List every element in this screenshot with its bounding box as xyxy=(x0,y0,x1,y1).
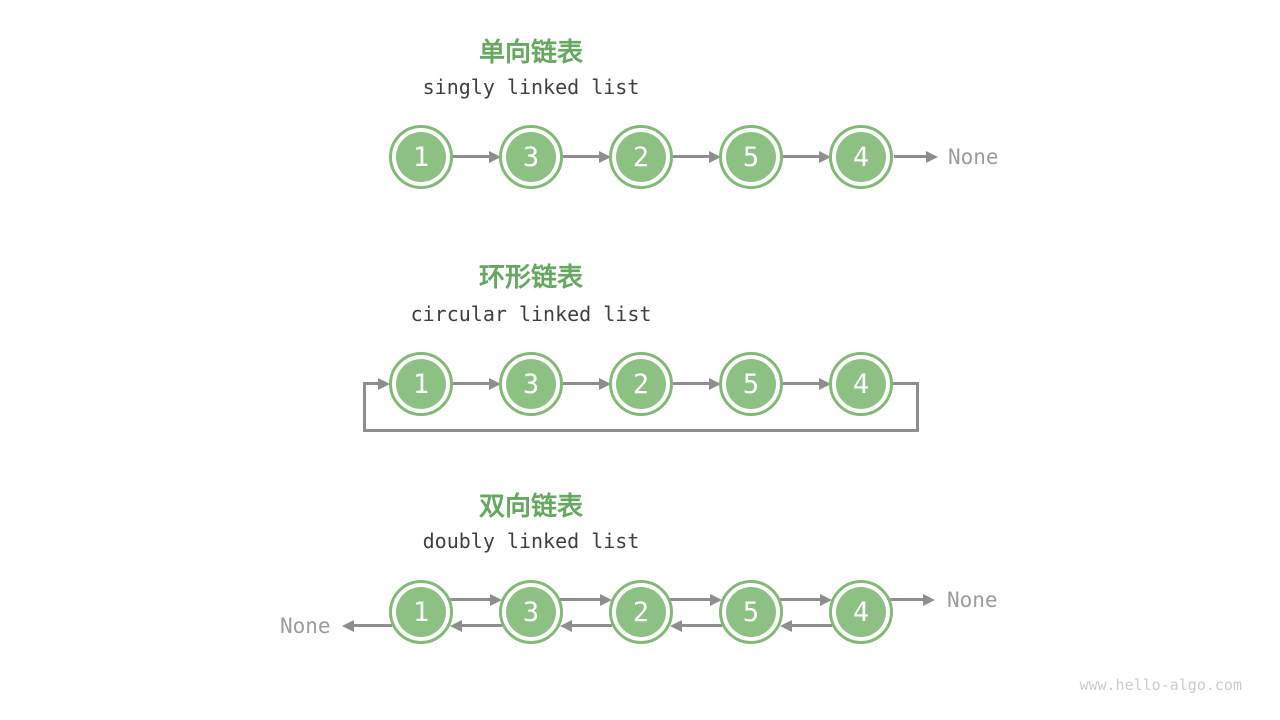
head-none-arrow-icon xyxy=(342,620,392,632)
singly-node-0: 1 xyxy=(389,125,453,189)
node-circle: 2 xyxy=(616,587,666,637)
doubly-node-2: 2 xyxy=(609,580,673,644)
circular-node-4: 4 xyxy=(829,352,893,416)
doubly-node-0: 1 xyxy=(389,580,453,644)
next-arrow-icon xyxy=(563,151,611,163)
next-arrow-icon xyxy=(783,151,831,163)
next-arrow-icon xyxy=(450,594,502,606)
node-value: 4 xyxy=(852,141,870,173)
doubly-head-none-label: None xyxy=(280,614,331,638)
node-circle: 3 xyxy=(506,359,556,409)
next-arrow-icon xyxy=(673,151,721,163)
next-arrow-icon xyxy=(673,378,721,390)
node-circle: 4 xyxy=(836,132,886,182)
node-value: 5 xyxy=(742,141,760,173)
node-circle: 4 xyxy=(836,587,886,637)
node-value: 2 xyxy=(632,368,650,400)
singly-node-2: 2 xyxy=(609,125,673,189)
next-arrow-icon xyxy=(453,151,501,163)
doubly-node-1: 3 xyxy=(499,580,563,644)
node-circle: 2 xyxy=(616,359,666,409)
doubly-tail-none-label: None xyxy=(947,588,998,612)
doubly-node-3: 5 xyxy=(719,580,783,644)
node-circle: 5 xyxy=(726,359,776,409)
loop-line-top-right xyxy=(892,382,919,385)
node-circle: 1 xyxy=(396,132,446,182)
circular-node-1: 3 xyxy=(499,352,563,416)
circular-node-0: 1 xyxy=(389,352,453,416)
circular-subtitle: circular linked list xyxy=(410,302,652,326)
doubly-node-4: 4 xyxy=(829,580,893,644)
singly-node-4: 4 xyxy=(829,125,893,189)
node-value: 3 xyxy=(522,141,540,173)
loop-line-left-vertical xyxy=(363,382,366,432)
doubly-subtitle: doubly linked list xyxy=(422,529,640,553)
singly-node-1: 3 xyxy=(499,125,563,189)
node-value: 5 xyxy=(742,596,760,628)
node-value: 4 xyxy=(852,596,870,628)
next-arrow-icon xyxy=(670,594,722,606)
node-value: 3 xyxy=(522,368,540,400)
next-arrow-icon xyxy=(780,594,832,606)
node-circle: 5 xyxy=(726,587,776,637)
loop-line-right-vertical xyxy=(916,382,919,432)
node-value: 4 xyxy=(852,368,870,400)
circular-node-2: 2 xyxy=(609,352,673,416)
prev-arrow-icon xyxy=(780,620,832,632)
singly-subtitle: singly linked list xyxy=(422,75,640,99)
next-arrow-icon xyxy=(783,378,831,390)
node-value: 2 xyxy=(632,141,650,173)
node-value: 5 xyxy=(742,368,760,400)
prev-arrow-icon xyxy=(560,620,612,632)
singly-title: 单向链表 xyxy=(478,37,583,67)
node-value: 1 xyxy=(412,368,430,400)
node-value: 2 xyxy=(632,596,650,628)
singly-node-3: 5 xyxy=(719,125,783,189)
next-arrow-icon xyxy=(560,594,612,606)
node-circle: 3 xyxy=(506,132,556,182)
prev-arrow-icon xyxy=(670,620,722,632)
tail-none-arrow-icon xyxy=(894,151,938,163)
node-circle: 4 xyxy=(836,359,886,409)
node-circle: 2 xyxy=(616,132,666,182)
next-arrow-icon xyxy=(563,378,611,390)
next-arrow-icon xyxy=(453,378,501,390)
node-circle: 5 xyxy=(726,132,776,182)
node-value: 1 xyxy=(412,141,430,173)
node-circle: 1 xyxy=(396,587,446,637)
node-value: 1 xyxy=(412,596,430,628)
singly-tail-none-label: None xyxy=(948,145,999,169)
node-circle: 1 xyxy=(396,359,446,409)
watermark: www.hello-algo.com xyxy=(1079,676,1242,694)
loop-line-bottom xyxy=(363,429,919,432)
doubly-title: 双向链表 xyxy=(478,491,583,521)
prev-arrow-icon xyxy=(450,620,502,632)
node-circle: 3 xyxy=(506,587,556,637)
circular-node-3: 5 xyxy=(719,352,783,416)
circular-title: 环形链表 xyxy=(478,262,583,292)
loop-entry-arrow-icon xyxy=(363,378,390,390)
node-value: 3 xyxy=(522,596,540,628)
tail-none-arrow-icon xyxy=(890,594,935,606)
